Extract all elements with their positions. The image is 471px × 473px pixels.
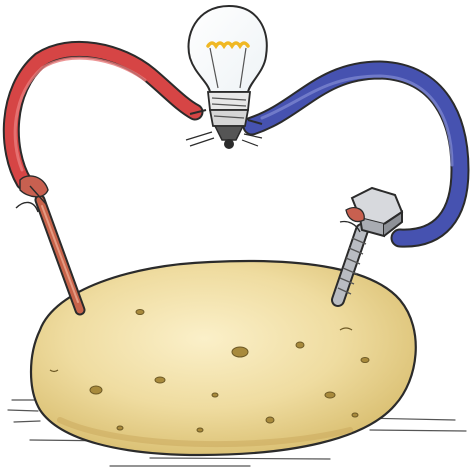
zinc-bolt [331, 186, 404, 307]
bulb-glass [187, 4, 268, 93]
red-wire-fill [4, 42, 202, 189]
potato-spots [89, 309, 370, 433]
bulb-filament [206, 41, 250, 50]
light-bulb [185, 4, 268, 149]
potato [29, 259, 417, 457]
copper-electrode [15, 175, 86, 316]
